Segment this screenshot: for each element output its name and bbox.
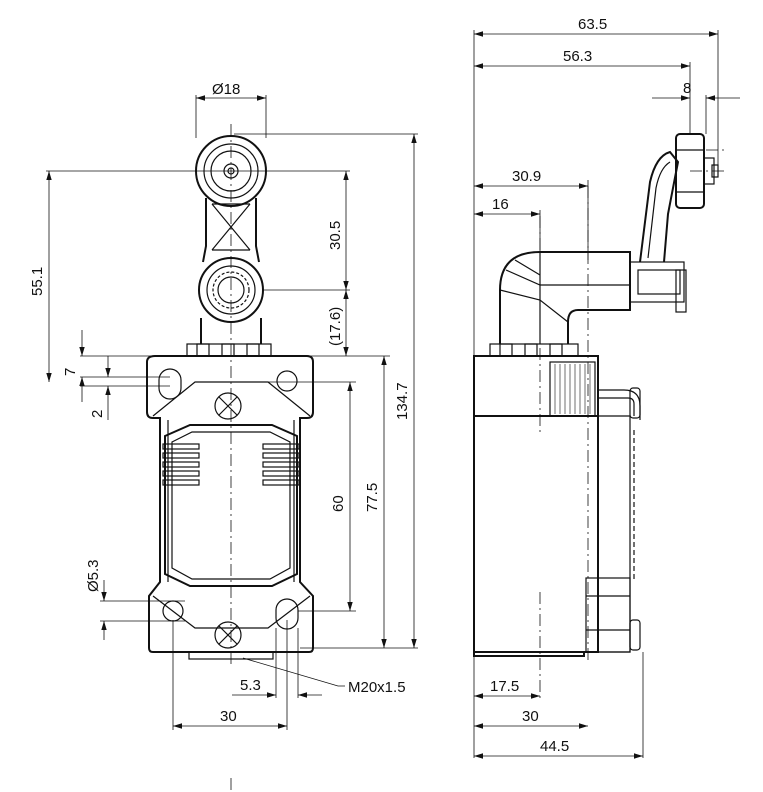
switch-body-front (146, 355, 314, 660)
dim-pivot-offset: (17.6) (327, 307, 344, 346)
dim-flange-height: 7 (62, 368, 79, 376)
dim-lever-arm: 30.5 (327, 221, 344, 250)
dim-hole-spacing-vertical: 60 (330, 495, 347, 512)
cover-screw-top (214, 392, 242, 420)
dim-body-depth-inner: 30 (522, 708, 539, 725)
dim-body-depth: 44.5 (540, 738, 569, 755)
vent-slots-right (262, 443, 300, 486)
thread-label: M20x1.5 (348, 679, 406, 696)
side-view: 63.5 56.3 8 30.9 16 17.5 30 44.5 (473, 16, 740, 759)
switch-body-side (473, 355, 641, 657)
dim-body-height: 77.5 (364, 483, 381, 512)
dim-flange-offset: 2 (89, 410, 106, 418)
lever-arm-front (202, 198, 260, 263)
mounting-slot-top-left (158, 368, 182, 400)
dim-roller-axis: 56.3 (563, 48, 592, 65)
dim-slot-width: 5.3 (240, 677, 261, 694)
head-collar-front (186, 343, 272, 357)
dim-hole-spacing-horizontal: 30 (220, 708, 237, 725)
actuator-head-side (499, 251, 687, 344)
dim-hole-diameter: Ø5.3 (85, 559, 102, 592)
dim-roller-width: 8 (683, 80, 691, 97)
mounting-hole-top-right (276, 370, 298, 392)
dim-overall-width: 63.5 (578, 16, 607, 33)
head-collar-side (489, 343, 579, 357)
dim-lever-pivot: 30.9 (512, 168, 541, 185)
dim-total-height: 134.7 (394, 382, 411, 420)
lever-side (639, 150, 680, 263)
dim-roller-diameter: Ø18 (212, 81, 240, 98)
dim-lever-height: 55.1 (29, 267, 46, 296)
dim-cable-entry: 17.5 (490, 678, 519, 695)
neck-front (200, 318, 262, 344)
front-view: Ø18 55.1 30.5 (17.6) 7 2 134.7 77.5 60 Ø… (29, 81, 418, 790)
dim-head-offset: 16 (492, 196, 509, 213)
vent-slots-left (162, 443, 200, 486)
cover-screw-bottom (214, 621, 242, 649)
ribs-side (549, 361, 596, 417)
